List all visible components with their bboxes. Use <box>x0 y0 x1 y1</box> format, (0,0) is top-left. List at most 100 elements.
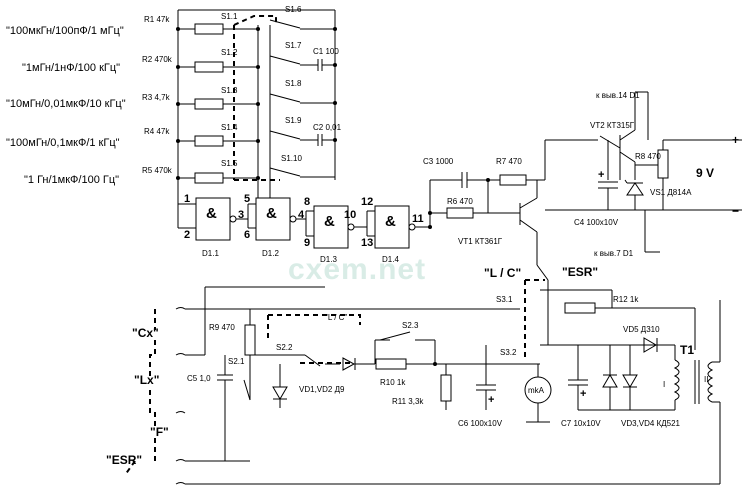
pin-label: 11 <box>412 213 424 225</box>
zener-vs1 <box>624 179 644 196</box>
capacitor-c3-label: C3 1000 <box>423 157 454 166</box>
pin-label: 2 <box>184 229 190 241</box>
nand-gate-d1-3: & 8 9 D1.3 <box>296 196 355 264</box>
switch-s3-1-label: S3.1 <box>496 295 513 304</box>
c6-polarity: + <box>488 394 494 406</box>
range-label-3: "10мГн/0,01мкФ/10 кГц" <box>6 98 126 110</box>
pin-label: 12 <box>361 196 373 208</box>
resistor-row-4 <box>176 135 260 147</box>
pin-label: 8 <box>304 196 310 208</box>
pin-label: 6 <box>244 229 250 241</box>
range-label-5: "1 Гн/1мкФ/100 Гц" <box>24 174 119 186</box>
switch-s1-10-label: S1.10 <box>281 154 302 163</box>
capacitor-c6-label: C6 100x10V <box>458 419 503 428</box>
switch-s2-2-label: S2.2 <box>276 343 293 352</box>
measuring-section: "Cx" "Lx" "F" "ESR" R9 470 C5 1,0 S2.1 S… <box>106 264 721 485</box>
pin7-label: к выв.7 D1 <box>594 249 634 258</box>
output-stage: C3 1000 R7 470 R6 470 VT1 КТ361Г VT2 КТ3… <box>415 91 742 265</box>
switch-s1-3-label: S1.3 <box>221 86 238 95</box>
mode-label-lc-2: "L / C" <box>484 266 521 280</box>
switch-s3-link <box>524 279 545 360</box>
resistor-r12 <box>564 302 596 314</box>
supply-minus: − <box>732 204 739 218</box>
winding-1-label: I <box>663 380 665 389</box>
pin-label: 1 <box>184 193 190 205</box>
resistor-r7-label: R7 470 <box>496 157 522 166</box>
gate-symbol: & <box>206 205 217 222</box>
resistor-row-5 <box>176 172 260 184</box>
switch-s1-9-label: S1.9 <box>285 116 302 125</box>
switch-s1-mechanical-link <box>233 15 280 181</box>
terminal-f-label: "F" <box>150 425 169 439</box>
diode-vd3 <box>602 374 618 388</box>
pin-label: 4 <box>298 209 305 221</box>
range-label-2: "1мГн/1нФ/100 кГц" <box>22 62 120 74</box>
nand-gate-d1-4: & 10 12 13 11 D1.4 <box>344 196 424 264</box>
resistor-r4-label: R4 47k <box>144 127 170 136</box>
winding-2-label: II <box>704 375 708 384</box>
supply-voltage: 9 V <box>696 166 714 180</box>
capacitor-c2-label: C2 0,01 <box>313 123 342 132</box>
resistor-r6-label: R6 470 <box>447 197 473 206</box>
terminal-lx-label: "Lx" <box>134 373 159 387</box>
supply-plus: + <box>732 133 739 147</box>
c4-polarity: + <box>598 169 604 181</box>
mode-label-esr: "ESR" <box>562 265 598 279</box>
switch-s3-2-label: S3.2 <box>500 348 517 357</box>
pin-label: 5 <box>244 193 250 205</box>
resistor-r10-label: R10 1k <box>380 378 406 387</box>
terminal-dashed-link <box>124 309 156 476</box>
gate-d1-4-label: D1.4 <box>382 255 399 264</box>
resistor-r9 <box>244 324 256 356</box>
transistor-vt1-label: VT1 КТ361Г <box>458 237 503 246</box>
switch-s1-2-label: S1.2 <box>221 48 238 57</box>
resistor-r3-label: R3 4,7k <box>142 93 171 102</box>
terminal-jacks <box>175 307 186 485</box>
pin-label: 10 <box>344 209 356 221</box>
resistor-r5-label: R5 470k <box>142 166 173 175</box>
pin-label: 3 <box>238 209 244 221</box>
zener-vs1-label: VS1 Д814А <box>650 188 692 197</box>
diode-vd4 <box>622 374 638 388</box>
c7-polarity: + <box>580 388 586 400</box>
capacitor-c7-label: C7 10x10V <box>561 419 601 428</box>
range-selector: "100мкГн/100пФ/1 мГц" "1мГн/1нФ/100 кГц"… <box>6 5 342 200</box>
resistor-r1-label: R1 47k <box>144 15 170 24</box>
capacitor-c1-label: C1 100 <box>313 47 339 56</box>
resistor-r8-label: R8 470 <box>635 152 661 161</box>
switch-s1-4-label: S1.4 <box>221 123 238 132</box>
meter-label: mkA <box>528 386 545 395</box>
capacitor-c4-label: C4 100x10V <box>574 218 619 227</box>
switch-s1-8-label: S1.8 <box>285 79 302 88</box>
resistor-r12-label: R12 1k <box>613 295 639 304</box>
transistor-vt2 <box>599 135 621 149</box>
switch-s2-link <box>267 314 361 364</box>
diode-vd34-label: VD3,VD4 КД521 <box>621 419 681 428</box>
terminal-esr-label: "ESR" <box>106 453 142 467</box>
resistor-row-1 <box>176 23 260 35</box>
switch-s2-1-label: S2.1 <box>228 357 245 366</box>
mode-label-lc-1: "L / C" <box>325 313 347 322</box>
gate-d1-3-label: D1.3 <box>320 255 337 264</box>
gate-symbol: & <box>266 205 277 222</box>
resistor-r10 <box>375 358 407 370</box>
pin-label: 13 <box>361 237 373 249</box>
pin-label: 9 <box>304 237 310 249</box>
switch-s1-5-label: S1.5 <box>221 159 238 168</box>
switch-s2-3-label: S2.3 <box>402 321 419 330</box>
resistor-r11 <box>440 374 452 402</box>
transformer-t1-primary <box>673 359 680 401</box>
range-label-1: "100мкГн/100пФ/1 мГц" <box>6 25 124 37</box>
resistor-r11-label: R11 3,3k <box>392 397 424 406</box>
nand-gate-d1-1: & 1 2 3 D1.1 <box>177 193 244 258</box>
switch-s1-7-label: S1.7 <box>285 41 302 50</box>
transformer-t1-secondary <box>707 361 714 403</box>
gate-d1-2-label: D1.2 <box>262 249 279 258</box>
diode-vd5-label: VD5 Д310 <box>623 325 660 334</box>
capacitor-c5-label: C5 1,0 <box>187 374 211 383</box>
diode-vd2 <box>272 386 288 400</box>
pin14-label: к выв.14 D1 <box>596 91 640 100</box>
resistor-row-3 <box>176 98 260 110</box>
switch-s1-1-label: S1.1 <box>221 12 238 21</box>
